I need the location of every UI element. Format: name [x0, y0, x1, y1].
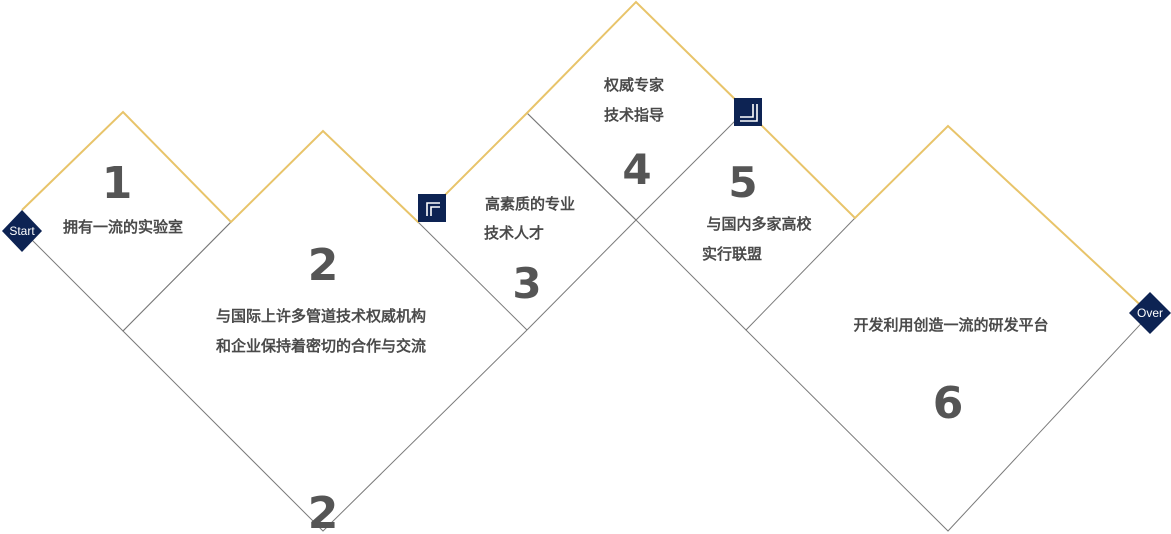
- diamond-2-upper-right-edge: [417, 221, 528, 331]
- gold-path-line: [21, 0, 1151, 315]
- step-4-number: 4: [622, 145, 651, 194]
- step-5: 5 与国内多家高校 实行联盟: [702, 158, 813, 263]
- step-2-number-bottom: 2: [308, 488, 339, 534]
- step-2-line-2: 和企业保持着密切的合作与交流: [216, 337, 426, 355]
- step-4-line-2: 技术指导: [604, 106, 664, 124]
- step-1: 1 拥有一流的实验室: [63, 158, 183, 236]
- step-4-line-1: 权威专家: [603, 76, 664, 94]
- start-marker: Start: [2, 210, 42, 252]
- step-5-line-1: 与国内多家高校: [706, 215, 812, 233]
- diamond-1-lower-edge: [21, 221, 232, 332]
- step-6-line-1: 开发利用创造一流的研发平台: [853, 316, 1048, 334]
- step-4: 权威专家 技术指导 4: [603, 76, 664, 194]
- step-1-line-1: 拥有一流的实验室: [63, 218, 183, 236]
- over-marker: Over: [1129, 292, 1171, 334]
- step-3-line-2: 技术人才: [484, 224, 544, 242]
- step-3-line-1: 高素质的专业: [485, 195, 575, 213]
- over-label: Over: [1137, 306, 1163, 320]
- step-5-line-2: 实行联盟: [702, 245, 762, 263]
- corner-marker-1: [418, 194, 446, 222]
- step-1-number: 1: [102, 158, 133, 209]
- step-6-number: 6: [933, 378, 964, 429]
- step-2-line-1: 与国际上许多管道技术权威机构: [216, 307, 426, 325]
- step-6: 开发利用创造一流的研发平台 6: [853, 316, 1048, 429]
- step-3-number: 3: [512, 259, 541, 308]
- gold-path: [21, 0, 1151, 315]
- step-2: 2 与国际上许多管道技术权威机构 和企业保持着密切的合作与交流 2: [216, 240, 426, 534]
- diamond-5-lower-edge: [635, 217, 856, 331]
- step-3: 高素质的专业 技术人才 3: [484, 195, 575, 308]
- start-label: Start: [9, 224, 35, 238]
- diamond-6-lower-edge: [745, 313, 1151, 532]
- step-2-number: 2: [308, 240, 339, 291]
- diamond-3-lower-edge: [526, 219, 637, 331]
- diamond-2-upper-left-edge: [122, 221, 232, 332]
- step-5-number: 5: [728, 158, 757, 207]
- diamond-2-lower-edge: [122, 329, 528, 532]
- corner-marker-2: [734, 98, 762, 126]
